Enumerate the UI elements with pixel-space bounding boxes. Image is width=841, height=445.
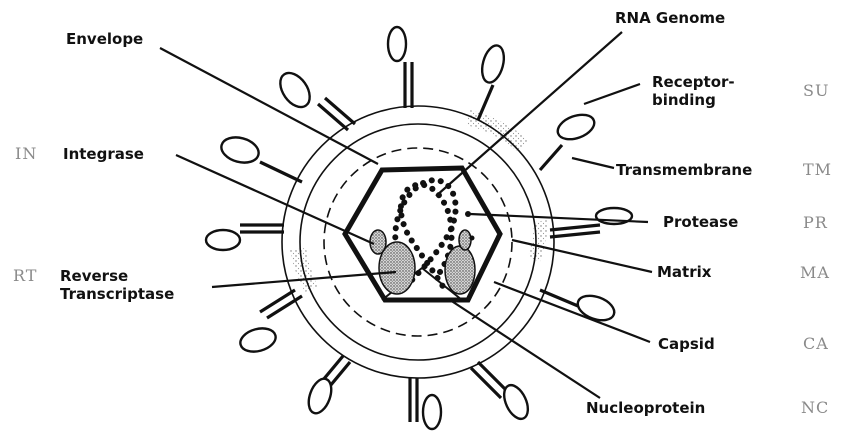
abbr-tm: TM: [803, 160, 832, 179]
label-capsid: Capsid: [658, 335, 715, 353]
leader-receptor-binding: [584, 84, 640, 104]
capsid-hexagon: [345, 168, 500, 300]
label-integrase: Integrase: [63, 145, 144, 163]
leader-transmembrane: [572, 158, 614, 168]
label-reverse-transcriptase-line1: Reverse: [60, 267, 128, 285]
label-envelope: Envelope: [66, 30, 143, 48]
abbr-nc: NC: [801, 398, 829, 417]
label-matrix: Matrix: [657, 263, 712, 281]
abbr-pr: PR: [803, 213, 828, 232]
label-protease: Protease: [663, 213, 738, 231]
leader-capsid: [494, 282, 650, 342]
label-nucleoprotein: Nucleoprotein: [586, 399, 705, 417]
abbr-ma: MA: [800, 263, 830, 282]
label-receptor-binding-line1: Receptor-: [652, 73, 735, 91]
label-receptor-binding-line2: binding: [652, 91, 716, 109]
abbr-ca: CA: [803, 334, 829, 353]
label-rna-genome: RNA Genome: [615, 9, 725, 27]
label-transmembrane: Transmembrane: [616, 161, 752, 179]
leader-envelope: [160, 48, 378, 164]
abbr-rt: RT: [13, 266, 37, 285]
abbr-in: IN: [15, 144, 37, 163]
abbr-su: SU: [803, 81, 829, 100]
label-reverse-transcriptase-line2: Transcriptase: [60, 285, 174, 303]
